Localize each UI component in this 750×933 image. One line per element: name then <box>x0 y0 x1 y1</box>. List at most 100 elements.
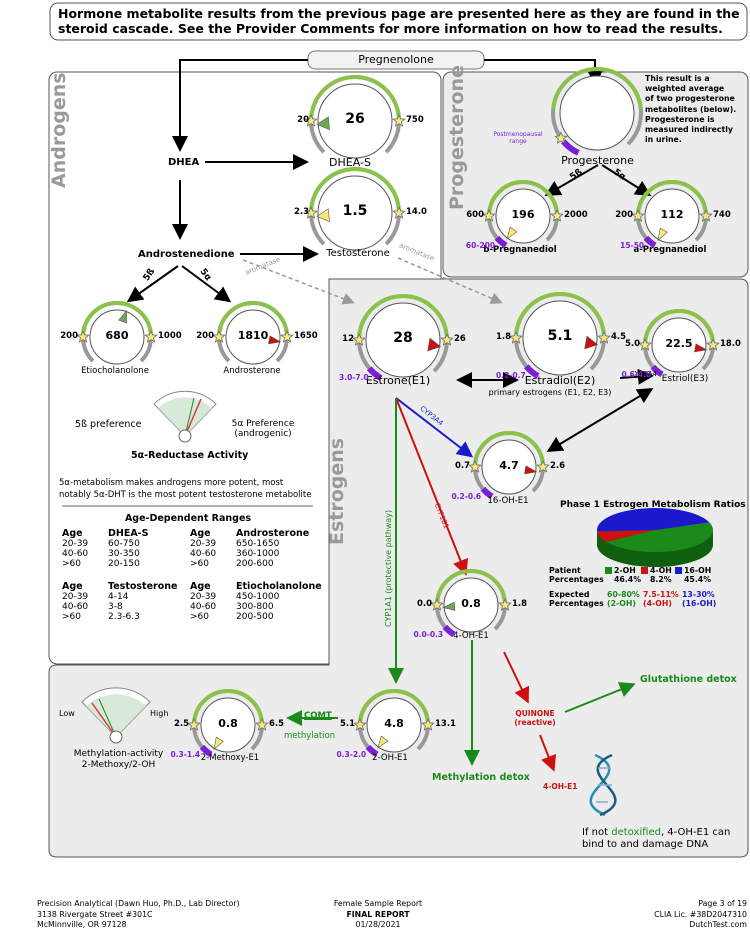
androsterone-max: 1650 <box>294 331 318 341</box>
b_pregnanediol-value: 196 <box>511 208 535 222</box>
oh4-max: 1.8 <box>512 599 528 609</box>
etiocholanolone-max-star <box>144 329 158 343</box>
footer-left: Precision Analytical (Dawn Huo, Ph.D., L… <box>37 899 240 929</box>
oh4-gauge-face <box>443 577 499 633</box>
meo2-max-star <box>255 717 269 731</box>
estradiol-value: 5.1 <box>547 328 573 345</box>
etiocholanolone-min: 200 <box>60 331 78 341</box>
etiocholanolone-gauge-range <box>81 301 153 335</box>
estradiol-gauge-face <box>522 300 598 376</box>
section-estrogens: Estrogens <box>326 437 348 545</box>
node-2oh: 2-OH-E1 <box>372 753 408 763</box>
section-progesterone: Progesterone <box>446 65 468 210</box>
b_pregnanediol-max-star <box>550 208 564 222</box>
node-estrone: Estrone(E1) <box>365 374 431 387</box>
dheas-gauge-face <box>317 83 393 159</box>
node-a-pregnanediol: a-Pregnanediol <box>633 245 707 255</box>
page-header: Hormone metabolite results from the prev… <box>58 6 748 36</box>
oh4-postmeno-range <box>442 624 456 638</box>
node-primary-estrogens: primary estrogens (E1, E2, E3) <box>488 388 612 397</box>
estrone-value: 28 <box>393 330 413 347</box>
estradiol-indicator <box>584 335 599 350</box>
oh4-min-star <box>430 597 444 611</box>
estriol-postmeno-range <box>650 364 664 378</box>
b_pregnanediol-max: 2000 <box>564 210 588 220</box>
estriol-gauge-range <box>643 309 715 343</box>
estriol-gauge-face <box>651 317 707 373</box>
header-box <box>49 2 748 41</box>
oh4-gauge-range <box>435 569 507 603</box>
label-methylation: methylation <box>284 731 336 741</box>
oh4-postmeno: 0.0-0.3 <box>413 630 444 640</box>
expected-2oh: 60-80%(2-OH) <box>607 590 640 608</box>
oh2-indicator <box>377 735 389 749</box>
node-etiocholanolone: Etiocholanolone <box>81 366 149 376</box>
meo2-min: 2.5 <box>173 719 189 729</box>
node-b-pregnanediol: b-Pregnanediol <box>483 245 557 255</box>
a_pregnanediol-value: 112 <box>660 208 684 222</box>
oh2-min-star <box>353 717 367 731</box>
section-androgens: Androgens <box>48 72 78 188</box>
b_pregnanediol-indicator <box>506 226 518 240</box>
estriol-indicator <box>694 343 708 353</box>
node-dhea: DHEA <box>168 157 200 168</box>
oh16-max: 2.6 <box>550 461 566 471</box>
estrone-gauge-range <box>357 293 449 337</box>
ratios-title: Phase 1 Estrogen Metabolism Ratios <box>560 500 746 510</box>
b_pregnanediol-min-star <box>482 208 496 222</box>
a_pregnanediol-min: 200 <box>615 210 633 220</box>
dheas-min: 20 <box>297 115 309 125</box>
node-glutathione: Glutathione detox <box>640 674 737 685</box>
a_pregnanediol-postmeno: 15-50 <box>620 241 645 251</box>
reductase-fan <box>153 390 217 443</box>
oh4-min: 0.0 <box>416 599 432 609</box>
methylation-fan <box>81 687 151 744</box>
oh2-gauge-range <box>358 689 430 723</box>
postmeno-range-label: Postmenopausal range <box>493 131 543 145</box>
dna-icon <box>589 753 617 817</box>
estrone-min: 12 <box>342 334 354 344</box>
oh16-gauge-face <box>481 439 537 495</box>
a_pregnanediol-max: 740 <box>713 210 731 220</box>
estrone-max: 26 <box>454 334 466 344</box>
oh16-indicator <box>524 465 538 475</box>
androsterone-gauge-range <box>217 301 289 335</box>
dheas-gauge-range <box>309 74 401 118</box>
testosterone-value: 1.5 <box>342 203 368 220</box>
ratios-pie <box>596 507 713 567</box>
etiocholanolone-indicator <box>118 309 127 324</box>
oh16-max-star <box>536 459 550 473</box>
node-androsterone: Androsterone <box>223 366 281 376</box>
dheas-indicator <box>316 116 330 131</box>
estradiol-max-star <box>597 330 611 344</box>
a_pregnanediol-postmeno-range <box>643 235 657 249</box>
estradiol-gauge-range <box>514 291 606 335</box>
estradiol-min-star <box>509 330 523 344</box>
oh4-value: 0.8 <box>461 597 481 611</box>
age-ranges-title: Age-Dependent Ranges <box>124 513 252 524</box>
estrone-min-star <box>352 332 366 346</box>
testosterone-gauge-range <box>309 166 401 210</box>
testosterone-min: 2.3 <box>293 207 309 217</box>
dheas-min-star <box>304 113 318 127</box>
oh4-max-star <box>498 597 512 611</box>
estradiol-postmeno-range <box>523 364 540 379</box>
testosterone-max: 14.0 <box>406 207 427 217</box>
reductase-left: 5ß preference <box>75 419 142 430</box>
oh16-postmeno-range <box>480 486 494 500</box>
ratios-expected-label: Expected Percentages <box>549 590 604 608</box>
label-comt: COMT <box>304 711 332 721</box>
node-4oh: 4-OH-E1 <box>453 631 489 641</box>
node-testosterone: Testosterone <box>326 248 390 259</box>
oh2-postmeno: 0.3-2.0 <box>336 750 367 760</box>
methylation-low: Low <box>59 709 75 718</box>
etiocholanolone-gauge-face <box>89 309 145 365</box>
meo2-min-star <box>187 717 201 731</box>
oh2-postmeno-range <box>365 744 379 758</box>
oh16-min-star <box>468 459 482 473</box>
oh16-postmeno: 0.2-0.6 <box>451 492 482 502</box>
oh16-min: 0.7 <box>454 461 470 471</box>
progesterone-gauge-range <box>551 66 643 110</box>
